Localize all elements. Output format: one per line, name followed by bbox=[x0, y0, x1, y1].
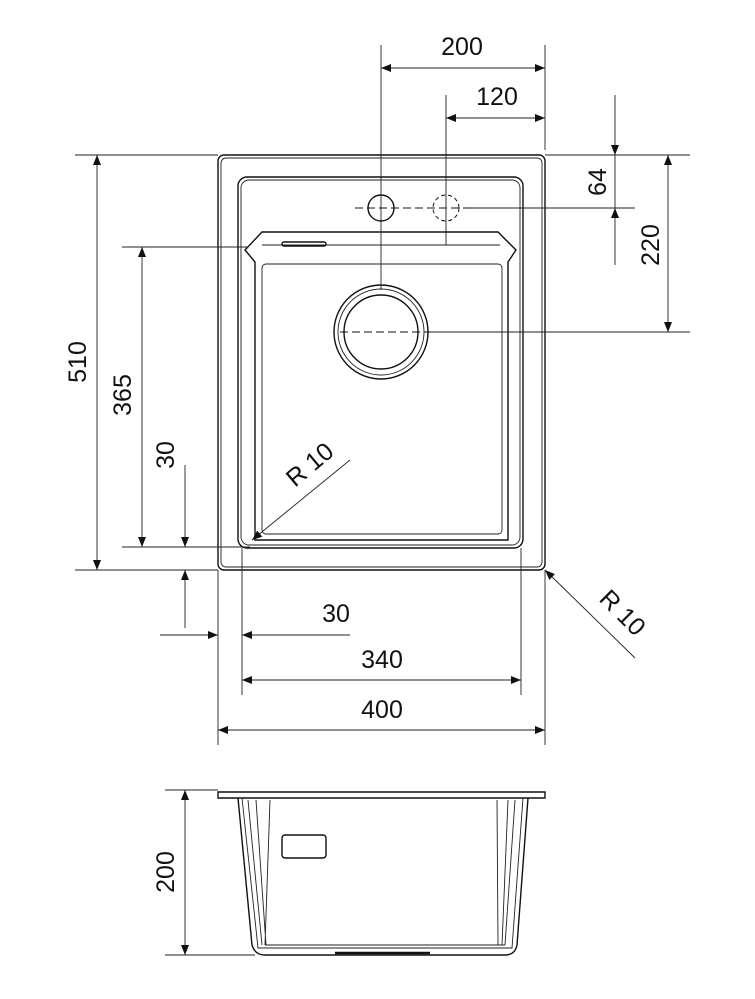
radius-bowl-label: R 10 bbox=[281, 437, 339, 492]
bowl-floor bbox=[261, 263, 503, 535]
dimension-labels: 200 120 64 220 510 365 30 30 340 400 R 1… bbox=[64, 33, 665, 724]
sink-inner-rim bbox=[237, 176, 524, 549]
radius-bowl-leader bbox=[251, 459, 351, 541]
side-wall-lines bbox=[247, 799, 516, 946]
dim-30-vertical: 30 bbox=[152, 441, 180, 469]
dim-510: 510 bbox=[64, 341, 92, 383]
side-body-outer bbox=[237, 797, 529, 956]
side-overflow bbox=[281, 834, 327, 859]
dim-400: 400 bbox=[361, 696, 403, 724]
side-view: 200 bbox=[152, 789, 546, 956]
overflow-slot bbox=[281, 241, 327, 247]
bowl-outline bbox=[244, 231, 517, 541]
sink-outer-edge-inner-line bbox=[220, 157, 543, 568]
dim-30-horizontal: 30 bbox=[322, 600, 350, 628]
side-rim bbox=[217, 791, 546, 799]
dim-64: 64 bbox=[584, 168, 612, 196]
top-view bbox=[217, 154, 546, 571]
dim-220: 220 bbox=[637, 224, 665, 266]
dim-200-top: 200 bbox=[441, 33, 483, 61]
radius-outer-label: R 10 bbox=[594, 584, 651, 641]
dimension-lines bbox=[75, 45, 690, 745]
side-body-inner bbox=[241, 797, 524, 949]
dim-200-height: 200 bbox=[152, 851, 180, 893]
dim-120: 120 bbox=[476, 83, 518, 111]
radius-outer-leader bbox=[544, 569, 636, 659]
sink-inner-rim-line bbox=[240, 179, 521, 546]
sink-outer-edge bbox=[217, 154, 546, 571]
dim-365: 365 bbox=[109, 374, 137, 416]
dim-340: 340 bbox=[361, 646, 403, 674]
